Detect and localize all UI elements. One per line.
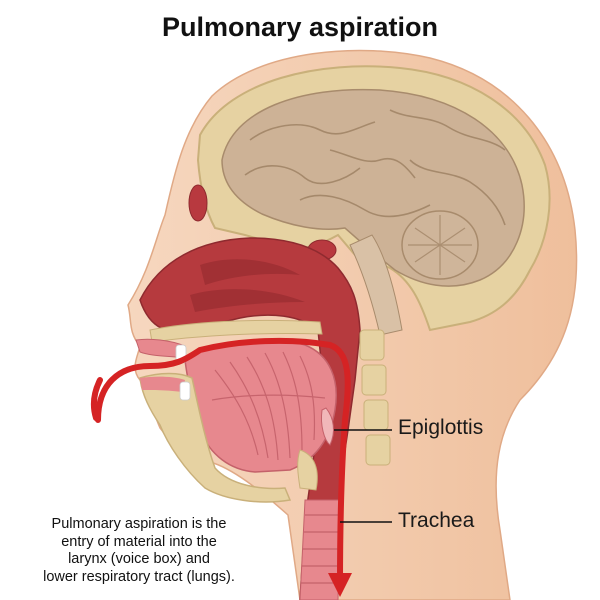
larynx: [297, 449, 318, 491]
aspiration-arrow: [95, 337, 353, 597]
lower-incisor: [179, 381, 191, 401]
caption-line: entry of material into the: [61, 533, 217, 550]
caption: Pulmonary aspiration is the entry of mat…: [14, 516, 264, 586]
caption-line: larynx (voice box) and: [68, 551, 210, 567]
brain-stem: [349, 234, 403, 336]
caption-line: Pulmonary aspiration is the: [51, 516, 227, 532]
brain-folds: [244, 109, 506, 226]
frontal-sinus: [188, 184, 208, 222]
arrow-tail: [90, 377, 103, 421]
hard-palate: [149, 319, 323, 343]
tongue-muscle-fibers: [211, 351, 326, 461]
diagram-title: Pulmonary aspiration: [161, 12, 439, 42]
epiglottis: [321, 407, 334, 446]
cervical-spine: [359, 329, 391, 466]
lower-jaw: [139, 372, 292, 503]
trachea-label: Trachea: [398, 509, 475, 532]
caption-line: lower respiratory tract (lungs).: [43, 568, 235, 585]
epiglottis-label: Epiglottis: [398, 416, 484, 439]
